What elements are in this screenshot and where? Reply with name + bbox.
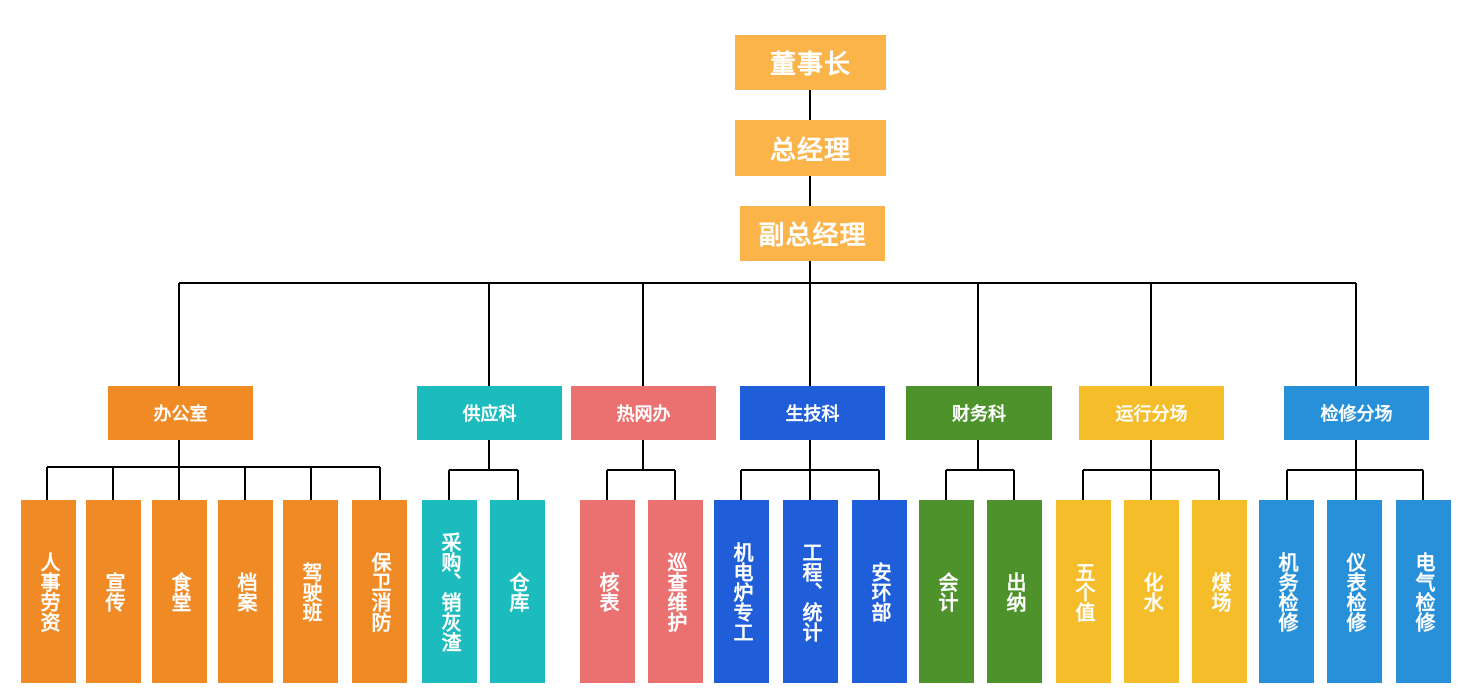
unit-label: 档案	[234, 571, 258, 612]
unit-hr-payroll: 人事劳资	[21, 500, 76, 683]
chairman-label: 董事长	[769, 50, 851, 80]
unit-label: 煤场	[1208, 571, 1232, 612]
unit-purchasing-ash-sales: 采购、销灰渣	[422, 500, 477, 683]
dept-operation-label: 运行分场	[1115, 404, 1188, 425]
general-manager-box: 总经理	[735, 120, 886, 176]
unit-warehouse: 仓库	[490, 500, 545, 683]
dept-office: 办公室	[108, 386, 253, 440]
unit-archives: 档案	[218, 500, 273, 683]
unit-label: 采购、销灰渣	[438, 531, 462, 652]
dept-heat-network-label: 热网办	[616, 404, 671, 425]
dept-operation: 运行分场	[1079, 386, 1224, 440]
dept-supply-label: 供应科	[462, 404, 517, 425]
dept-maintenance: 检修分场	[1284, 386, 1429, 440]
unit-label: 五个值	[1072, 561, 1096, 622]
unit-publicity: 宣传	[86, 500, 141, 683]
unit-meter-check: 核表	[580, 500, 635, 683]
dept-technology: 生技科	[740, 386, 885, 440]
unit-driving-team: 驾驶班	[283, 500, 338, 683]
unit-electrical-maintenance: 电气检修	[1396, 500, 1451, 683]
unit-label: 安环部	[868, 561, 892, 622]
unit-label: 巡查维护	[664, 551, 688, 632]
deputy-general-manager-box: 副总经理	[740, 206, 885, 261]
unit-label: 出纳	[1003, 571, 1027, 612]
unit-security-fire: 保卫消防	[352, 500, 407, 683]
unit-label: 仓库	[506, 571, 530, 612]
dept-finance: 财务科	[906, 386, 1052, 440]
unit-cashier: 出纳	[987, 500, 1042, 683]
unit-label: 会计	[935, 571, 959, 612]
unit-label: 食堂	[168, 571, 192, 612]
unit-label: 人事劳资	[37, 551, 61, 632]
unit-label: 核表	[596, 571, 620, 612]
unit-label: 电气检修	[1412, 551, 1436, 632]
unit-label: 驾驶班	[299, 561, 323, 622]
dept-finance-label: 财务科	[952, 404, 1006, 425]
unit-canteen: 食堂	[152, 500, 207, 683]
unit-label: 化水	[1140, 571, 1164, 612]
unit-patrol-maintenance: 巡查维护	[648, 500, 703, 683]
unit-label: 仪表检修	[1343, 551, 1367, 632]
dept-supply: 供应科	[417, 386, 562, 440]
dept-maintenance-label: 检修分场	[1320, 404, 1393, 425]
unit-engineering-statistics: 工程、统计	[783, 500, 838, 683]
general-manager-label: 总经理	[769, 135, 851, 166]
unit-instrument-maintenance: 仪表检修	[1327, 500, 1382, 683]
unit-label: 工程、统计	[799, 541, 823, 642]
unit-water-chemistry: 化水	[1124, 500, 1179, 683]
unit-label: 保卫消防	[368, 551, 392, 632]
dept-technology-label: 生技科	[785, 404, 840, 425]
chairman-box: 董事长	[735, 35, 886, 90]
unit-accounting: 会计	[919, 500, 974, 683]
dept-office-label: 办公室	[153, 404, 208, 425]
unit-mech-elec-boiler: 机电炉专工	[714, 500, 769, 683]
unit-label: 机务检修	[1275, 551, 1299, 632]
unit-five-shifts: 五个值	[1056, 500, 1111, 683]
dept-heat-network: 热网办	[571, 386, 716, 440]
deputy-general-manager-label: 副总经理	[758, 221, 867, 251]
unit-label: 机电炉专工	[730, 541, 754, 642]
unit-mechanical-maintenance: 机务检修	[1259, 500, 1314, 683]
unit-coal-yard: 煤场	[1192, 500, 1247, 683]
unit-safety-environment: 安环部	[852, 500, 907, 683]
unit-label: 宣传	[102, 571, 126, 612]
